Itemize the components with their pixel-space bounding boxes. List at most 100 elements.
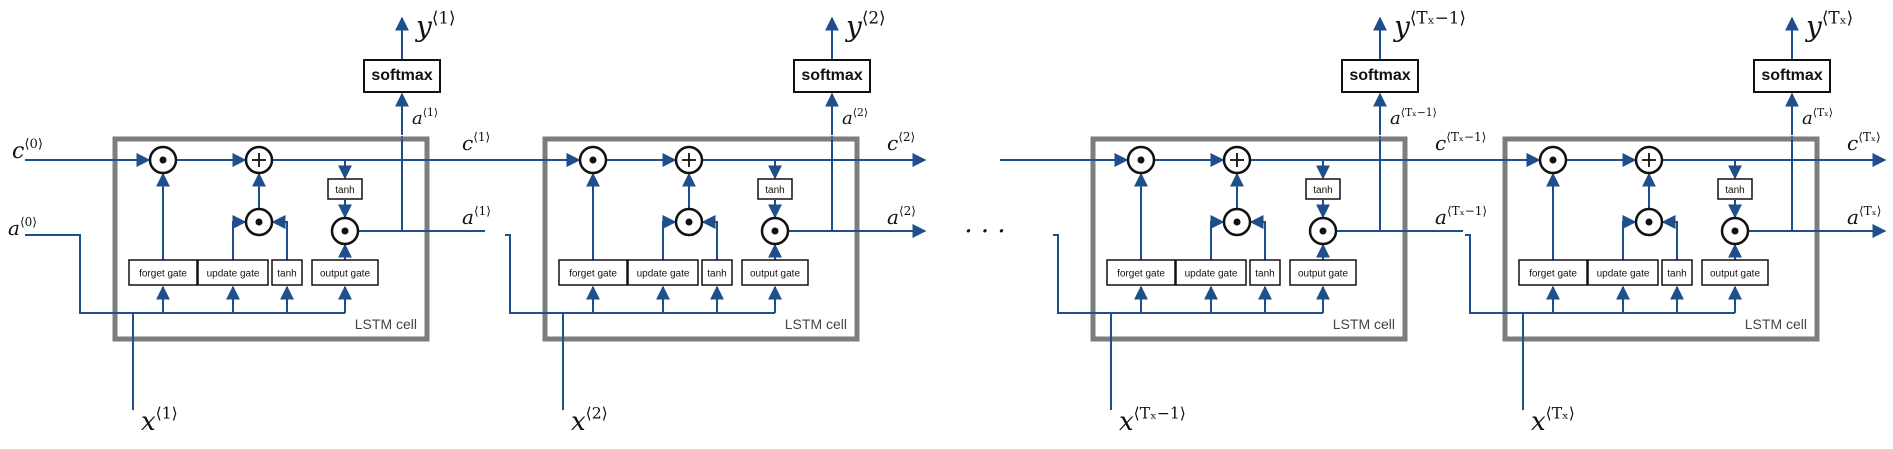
- cell-1-output-multiply: •: [330, 216, 360, 246]
- cell-4-update-gate: [1587, 259, 1659, 286]
- cell-4-c-out-label-base: c: [1847, 131, 1858, 155]
- cell-3-update-multiply: •: [1222, 207, 1252, 237]
- cell-3-tanh-box-label: tanh: [1313, 185, 1332, 196]
- cell-1-x-label-superscript: ⟨1⟩: [156, 404, 178, 422]
- cell-3-forget-gate: [1106, 259, 1176, 286]
- cell-2-output-multiply-dot: [771, 227, 779, 235]
- cell-2-forget-gate-label: forget gate: [569, 269, 617, 280]
- cell-2-output-gate-label: output gate: [750, 269, 800, 280]
- cell-3-output-gate: [1289, 259, 1357, 286]
- cell-3-forget-multiply-dot: [1137, 156, 1145, 164]
- cell-2-forget-multiply-dot: [589, 156, 597, 164]
- cell-1-y-label-superscript: ⟨1⟩: [432, 7, 456, 27]
- cell-4-update-wire: [1622, 215, 1637, 260]
- cell-4-output-gate: [1701, 259, 1769, 286]
- cell-3-y-label-superscript: ⟨Tₓ−1⟩: [1410, 7, 1466, 27]
- cell-1-a-up-label-base: a: [412, 108, 423, 129]
- cell-3-y-label: y⟨Tₓ−1⟩: [1392, 7, 1466, 43]
- cell-2-softmax-box: [793, 59, 871, 93]
- cell-4-a-up-label: a⟨Tₓ⟩: [1802, 106, 1833, 129]
- cell-3-a-out-label-base: a: [1435, 205, 1447, 229]
- cell-1-a-out-label-superscript: ⟨1⟩: [474, 204, 491, 218]
- cell-1-x-label: x⟨1⟩: [141, 404, 178, 437]
- cell-2-y-label-superscript: ⟨2⟩: [862, 7, 886, 27]
- cell-4-x-label-base: x: [1531, 407, 1546, 437]
- a0-label: a⟨0⟩: [8, 215, 37, 240]
- cell-1-c-out-label-base: c: [462, 131, 473, 155]
- cell-2-tanh-gate-label: tanh: [707, 269, 726, 280]
- cell-1-x-label-base: x: [141, 407, 156, 437]
- cell-4-tanhgate-wire: [1661, 215, 1678, 260]
- cell-3-softmax-box-label: softmax: [1349, 67, 1410, 84]
- cell-2-c-out-label-superscript: ⟨2⟩: [898, 130, 915, 144]
- cell-4-x-label-superscript: ⟨Tₓ⟩: [1546, 404, 1575, 422]
- cell-1-c-out-label-superscript: ⟨1⟩: [473, 130, 490, 144]
- cell-3-tanhgate-wire: [1249, 215, 1266, 260]
- cell-1-forget-multiply-dot: [159, 156, 167, 164]
- cell-2-y-label: y⟨2⟩: [844, 7, 886, 43]
- cell-2-update-gate-label: update gate: [637, 269, 690, 280]
- cell-4-forget-multiply-dot: [1549, 156, 1557, 164]
- cell-1-forget-multiply: •: [148, 145, 178, 175]
- cell-3-c-out-label: c⟨Tₓ−1⟩: [1435, 130, 1486, 155]
- cell-4-a-up-label-superscript: ⟨Tₓ⟩: [1813, 106, 1833, 119]
- cell-4-frame: [1502, 136, 1820, 342]
- cell-1-c-out-label: c⟨1⟩: [462, 130, 490, 155]
- cell-3-update-multiply-dot: [1233, 218, 1241, 226]
- cell-3-c-out-label-superscript: ⟨Tₓ−1⟩: [1446, 130, 1486, 144]
- cell-3-c-out-label-base: c: [1435, 131, 1446, 155]
- cell-1-output-gate: [311, 259, 379, 286]
- cell-1-update-gate-label: update gate: [207, 269, 260, 280]
- cell-4-output-multiply-dot: [1731, 227, 1739, 235]
- cell-4-y-label: y⟨Tₓ⟩: [1804, 7, 1853, 43]
- cell-1-y-label: y⟨1⟩: [414, 7, 456, 43]
- cell-4-forget-gate: [1518, 259, 1588, 286]
- cell-1-a-up-label-superscript: ⟨1⟩: [423, 106, 438, 119]
- cell-3-tanh-gate: [1249, 259, 1281, 286]
- cell-3-cell-label: LSTM cell: [1333, 316, 1395, 332]
- cell-4-x-label: x⟨Tₓ⟩: [1531, 404, 1575, 437]
- cell-3-x-label: x⟨Tₓ−1⟩: [1119, 404, 1186, 437]
- cell-1-forget-gate-label: forget gate: [139, 269, 187, 280]
- cell-3-output-multiply-dot: [1319, 227, 1327, 235]
- cell-1-y-label-base: y: [414, 10, 433, 43]
- cell-1-tanh-box: [327, 178, 363, 200]
- cell-2-c-out-label-base: c: [887, 131, 898, 155]
- cell-3-a-up-label-superscript: ⟨Tₓ−1⟩: [1401, 106, 1437, 119]
- cell-3-update-gate: [1175, 259, 1247, 286]
- cell-2-update-multiply-dot: [685, 218, 693, 226]
- cell-1-a-up-label: a⟨1⟩: [412, 106, 438, 129]
- cell-1-add-node: +: [244, 145, 274, 175]
- c0-label-superscript: ⟨0⟩: [24, 137, 43, 152]
- cell-1-output-gate-label: output gate: [320, 269, 370, 280]
- cell-3-a-up-label-base: a: [1390, 108, 1401, 129]
- cell-2-a-up-label: a⟨2⟩: [842, 106, 868, 129]
- cell-1-tanhgate-wire: [271, 215, 288, 260]
- cell-2-cell-label: LSTM cell: [785, 316, 847, 332]
- cell-4-a-out-label-superscript: ⟨Tₓ⟩: [1859, 204, 1881, 218]
- cell-3-forget-multiply: •: [1126, 145, 1156, 175]
- cell-2-x-label-superscript: ⟨2⟩: [586, 404, 608, 422]
- cell-1-tanh-gate: [271, 259, 303, 286]
- cell-4-a-out-label: a⟨Tₓ⟩: [1847, 204, 1881, 229]
- cell-4-a-out-label-base: a: [1847, 205, 1859, 229]
- cell-4-add-node: +: [1634, 145, 1664, 175]
- cell-2-frame: [542, 136, 860, 342]
- cell-3-softmax-box: [1341, 59, 1419, 93]
- cell-4-softmax-box-label: softmax: [1761, 67, 1822, 84]
- c0-label: c⟨0⟩: [12, 137, 43, 164]
- cell-4-a-in-bus: [1465, 234, 1735, 314]
- cell-4-cell-label: LSTM cell: [1745, 316, 1807, 332]
- cell-2-softmax-box-label: softmax: [801, 67, 862, 84]
- cell-4-a-up-label-base: a: [1802, 108, 1813, 129]
- cell-4-tanh-gate-label: tanh: [1667, 269, 1686, 280]
- cell-3-x-label-superscript: ⟨Tₓ−1⟩: [1134, 404, 1186, 422]
- cell-3-update-wire: [1210, 215, 1225, 260]
- cell-3-a-out-label: a⟨Tₓ−1⟩: [1435, 204, 1487, 229]
- cell-1-update-gate: [197, 259, 269, 286]
- ellipsis: · · ·: [964, 217, 1005, 247]
- cell-1-tanh-gate-label: tanh: [277, 269, 296, 280]
- cell-1-update-wire: [232, 215, 247, 260]
- cell-2-a-in-bus: [505, 234, 775, 314]
